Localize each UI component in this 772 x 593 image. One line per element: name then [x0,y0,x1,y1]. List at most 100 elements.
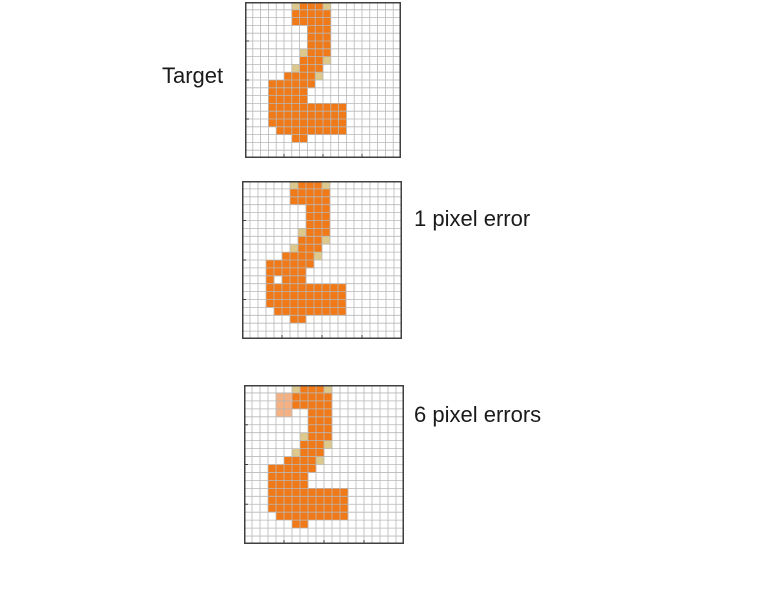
pixel-on [323,126,332,135]
pixel-on [324,408,333,418]
pixel-on [306,244,315,253]
pixel-on [299,64,308,73]
pixel-on [291,87,300,96]
pixel-on [340,488,349,497]
pixel-on [306,204,315,213]
pixel-on [322,228,331,237]
pixel-on [291,119,300,128]
pixel-on [292,504,301,513]
pixel-edge [291,2,300,11]
pixel-on [338,283,347,292]
pixel-edge [299,48,308,57]
pixel-on [284,496,293,505]
pixel-on [300,512,309,521]
pixel-edge [324,440,333,449]
pixel-on [300,464,309,473]
pixel-on [307,25,316,34]
pixel-on [292,480,301,489]
pixel-on [316,416,325,426]
pixel-on [300,385,309,394]
pixel-on [290,188,299,198]
pixel-error [276,400,285,410]
pixel-on [299,56,308,65]
pixel-on [307,126,316,135]
pixel-on [322,196,331,205]
pixel-on [290,299,299,308]
pixel-on [276,504,285,513]
pixel-on [292,392,301,402]
pixel-on [291,72,300,81]
pixel-on [266,260,275,269]
pixel-on [308,512,317,521]
pixel-on [299,103,308,112]
pixel-on [315,2,324,11]
pixel-on [307,2,316,11]
pixel-on [340,496,349,505]
pixel-on [308,424,317,433]
pixel-on [314,244,323,253]
pixel-on [276,80,285,89]
pixel-on [306,260,315,269]
pixel-on [316,392,325,402]
pixel-on [298,196,307,205]
pixel-on [314,299,323,308]
pixel-on [282,299,291,308]
pixel-on [282,260,291,269]
pixel-on [284,111,293,120]
pixel-edge [292,385,301,394]
pixel-on [290,291,299,300]
pixel-on [330,119,339,128]
pixel-on [268,488,277,497]
pixel-on [314,228,323,237]
pixel-on [307,111,316,120]
pixel-on [284,103,293,112]
pixel-on [324,400,333,410]
pixel-edge [300,432,309,441]
pixel-on [274,267,283,277]
pixel-on [282,307,291,316]
pixel-on [266,283,275,292]
pixel-on [298,299,307,308]
pixel-on [324,488,333,497]
pixel-on [315,25,324,34]
pixel-on [274,260,283,269]
pixel-on [292,464,301,473]
pixel-on [276,512,285,521]
pixel-on [299,87,308,96]
pixel-on [307,56,316,65]
pixel-on [308,408,317,418]
pixel-on [266,275,275,284]
pixel-on [308,385,317,394]
pixel-on [268,480,277,489]
pixel-on [330,126,339,135]
pixel-on [316,424,325,433]
pixel-on [306,181,315,190]
pixel-on [268,119,277,128]
pixel-on [284,504,293,513]
pixel-on [330,291,339,300]
pixel-on [268,87,277,96]
pixel-on [268,464,277,473]
pixel-on [308,456,317,465]
pixel-on [268,103,277,112]
pixel-on [307,48,316,57]
pixel-on [324,432,333,441]
pixel-on [282,283,291,292]
pixel-on [323,48,332,57]
pixel-on [330,283,339,292]
pixel-on [322,307,331,316]
grid-frame [244,385,404,544]
target-label: Target [162,63,224,88]
pixel-edge [323,56,332,65]
pixel-on [338,119,347,128]
pixel-on [300,504,309,513]
pixel-on [299,72,308,81]
pixel-on [299,119,308,128]
pixel-on [298,260,307,269]
pixel-on [314,196,323,205]
pixel-error [276,408,285,418]
pixel-on [284,464,293,473]
pixel-on [268,496,277,505]
pixel-on [306,236,315,245]
pixel-on [308,432,317,441]
